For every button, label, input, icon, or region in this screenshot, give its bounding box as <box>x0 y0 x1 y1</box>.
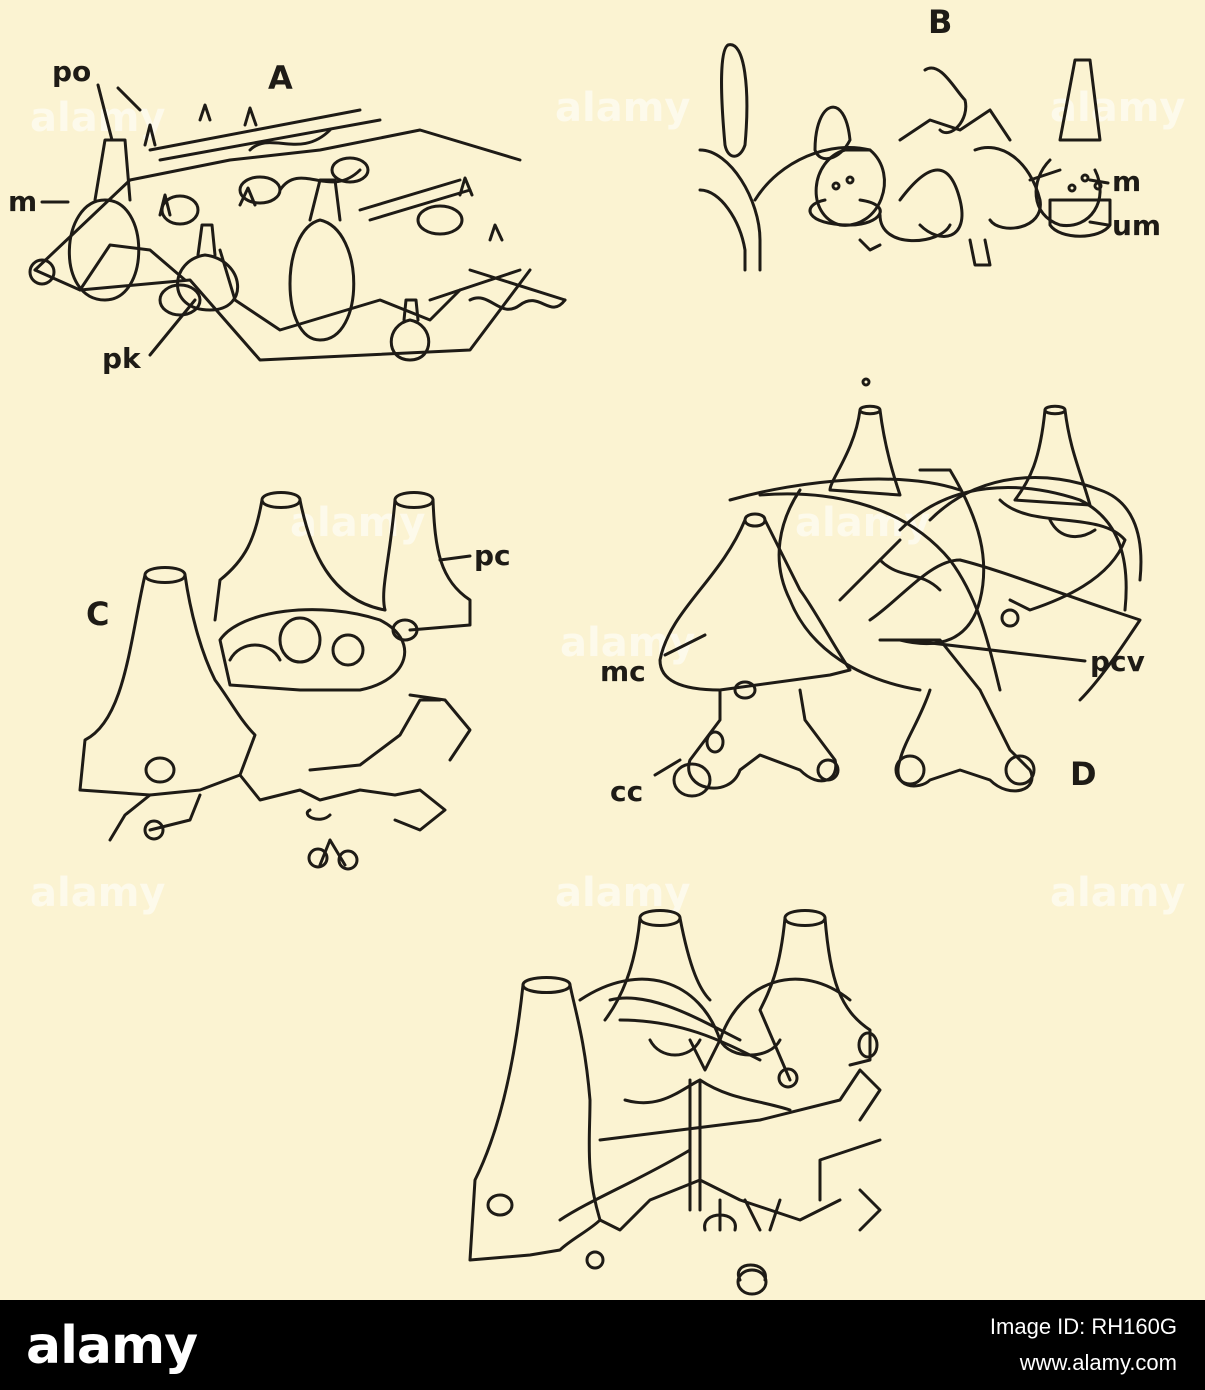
stock-footer-bar: alamy Image ID: RH160G www.alamy.com <box>0 1300 1205 1390</box>
label-pcv: pcv <box>1090 645 1145 678</box>
figure-plate: alamy alamy alamy alamy alamy alamy alam… <box>8 3 1186 1296</box>
watermark: alamy <box>1050 85 1186 131</box>
alamy-logo[interactable]: alamy <box>26 1316 198 1376</box>
panel-a-drawing <box>28 103 567 362</box>
panel-a-letter: A <box>268 59 293 97</box>
panel-b-drawing <box>698 43 1112 272</box>
panel-c-letter: C <box>86 595 110 633</box>
watermark: alamy <box>555 85 691 131</box>
label-cc: cc <box>610 775 644 808</box>
label-po: po <box>52 55 92 88</box>
label-um: um <box>1112 209 1162 242</box>
leader-lines <box>40 83 1110 777</box>
watermark: alamy <box>555 870 691 916</box>
label-m-b: m <box>1112 165 1142 198</box>
image-id: Image ID: RH160G <box>989 1314 1177 1339</box>
watermark: alamy <box>30 870 166 916</box>
label-pk: pk <box>102 342 141 375</box>
label-m-a: m <box>8 185 38 218</box>
watermark: alamy <box>30 95 166 141</box>
site-url[interactable]: www.alamy.com <box>1019 1350 1177 1375</box>
panel-d-letter: D <box>1070 755 1097 793</box>
panel-c-drawing <box>78 491 472 871</box>
watermark: alamy <box>1050 870 1186 916</box>
panel-e-drawing <box>468 909 882 1296</box>
label-pc: pc <box>474 539 511 572</box>
panel-b-letter: B <box>928 3 953 41</box>
panel-d-drawing <box>658 404 1143 798</box>
figure-drawing <box>28 43 1143 1296</box>
label-mc: mc <box>600 655 646 688</box>
